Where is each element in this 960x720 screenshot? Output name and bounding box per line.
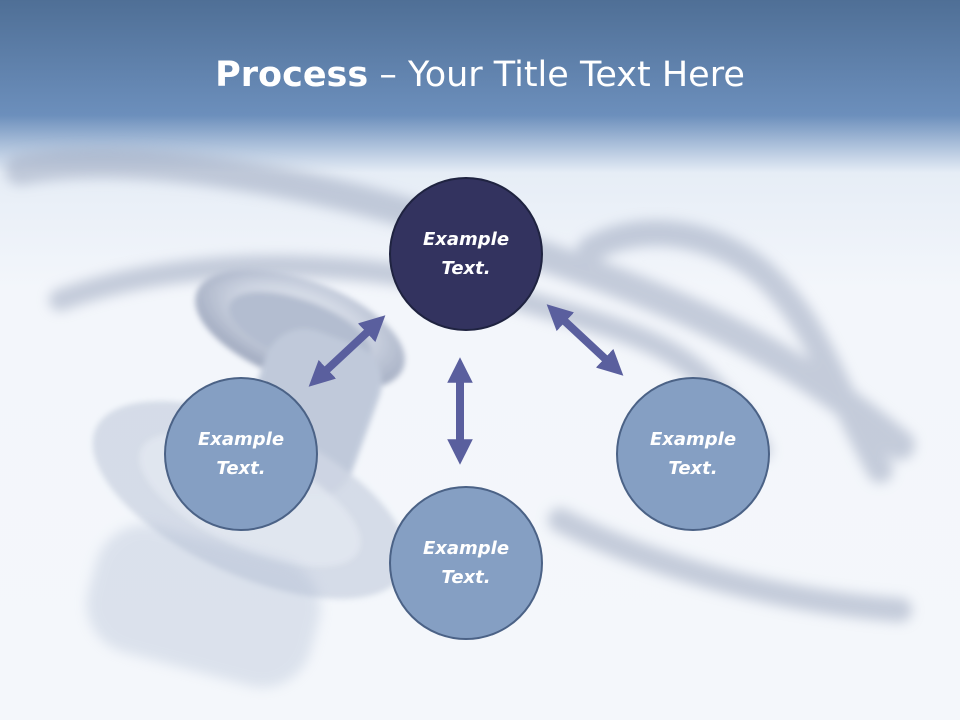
process-node-right: Example Text. <box>616 377 770 531</box>
process-node-top: Example Text. <box>389 177 543 331</box>
node-bottom-label: Example Text. <box>422 538 510 588</box>
process-node-left: Example Text. <box>164 377 318 531</box>
title-rest: – Your Title Text Here <box>368 55 745 95</box>
node-left-label: Example Text. <box>197 429 285 479</box>
title-bold: Process <box>215 55 369 95</box>
node-right-label: Example Text. <box>649 429 737 479</box>
arrow-top-right <box>546 304 624 376</box>
arrow-top-left <box>308 315 386 387</box>
process-node-bottom: Example Text. <box>389 486 543 640</box>
node-top-label: Example Text. <box>422 229 510 279</box>
slide-title: Process – Your Title Text Here <box>0 52 960 98</box>
